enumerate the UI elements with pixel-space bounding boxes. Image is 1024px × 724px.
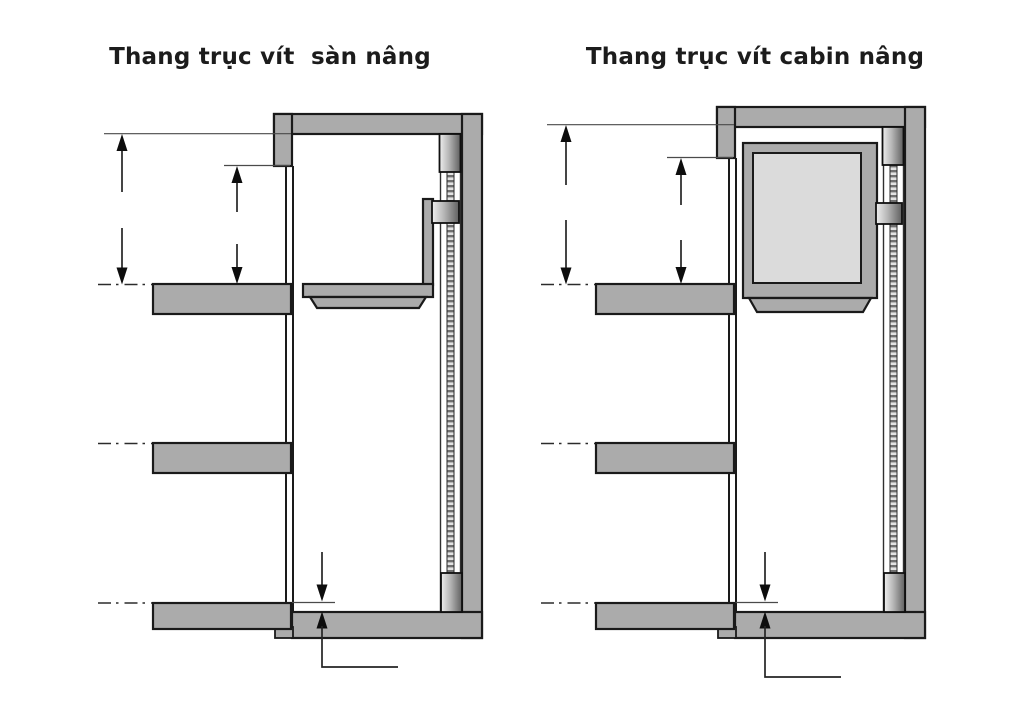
floor-slab (151, 282, 293, 316)
floor-slab (151, 601, 293, 631)
drive-motor (438, 133, 462, 173)
arrow-down-icon (560, 267, 572, 285)
dimension-door-height (224, 164, 290, 284)
pit-dim-up-line (764, 626, 841, 678)
floor-slab (594, 441, 736, 475)
cabin-skirt (747, 296, 873, 314)
screw-drive-unit (438, 133, 463, 613)
arrow-up-icon (316, 611, 328, 629)
shaft-right-wall (903, 105, 927, 640)
cabin-interior (752, 152, 862, 284)
arrow-up-icon (675, 158, 687, 175)
arrow-up-icon (231, 166, 243, 183)
platform-skirt (307, 295, 429, 310)
dimension-pit-depth (735, 552, 841, 678)
shaft-right-wall (460, 112, 484, 640)
platform-floor (301, 282, 435, 299)
floor-slab (594, 601, 736, 631)
diagram-screw-lift-cabin (541, 105, 927, 678)
screw-nut (431, 200, 460, 224)
shaft-door-lintel (715, 105, 737, 160)
dimension-shaft-height (104, 133, 291, 285)
dimension-pit-depth (292, 552, 398, 668)
pit-dim-up-line (321, 626, 398, 668)
building-floors (541, 282, 736, 631)
floor-slab (594, 282, 736, 316)
bottom-bearing (883, 572, 906, 613)
screw-drive-unit (881, 126, 906, 613)
drive-motor (881, 126, 905, 166)
arrow-down-icon (675, 267, 687, 284)
arrow-up-icon (560, 125, 572, 142)
arrow-down-icon (316, 584, 328, 602)
screw-rod (446, 167, 455, 579)
arrow-down-icon (759, 584, 771, 602)
diagram-screw-lift-platform (98, 112, 484, 668)
arrow-up-icon (759, 611, 771, 629)
shaft-structure (272, 112, 484, 640)
screw-nut (875, 202, 903, 225)
arrow-down-icon (231, 267, 243, 284)
arrow-down-icon (116, 267, 128, 285)
floor-slab (151, 441, 293, 475)
shaft-top-wall (715, 105, 927, 129)
diagram-title-platform-lift: Thang trục vít sàn nâng (109, 44, 431, 70)
dimension-shaft-height (547, 124, 734, 285)
arrow-up-icon (116, 134, 128, 151)
lifting-cabin (741, 141, 903, 314)
shaft-door-lintel (272, 112, 294, 168)
lifting-platform (301, 197, 460, 310)
dimension-door-height (667, 156, 733, 284)
shaft-top-wall (272, 112, 484, 136)
building-floors (98, 282, 293, 631)
diagram-title-cabin-lift: Thang trục vít cabin nâng (585, 44, 925, 70)
bottom-bearing (440, 572, 463, 613)
